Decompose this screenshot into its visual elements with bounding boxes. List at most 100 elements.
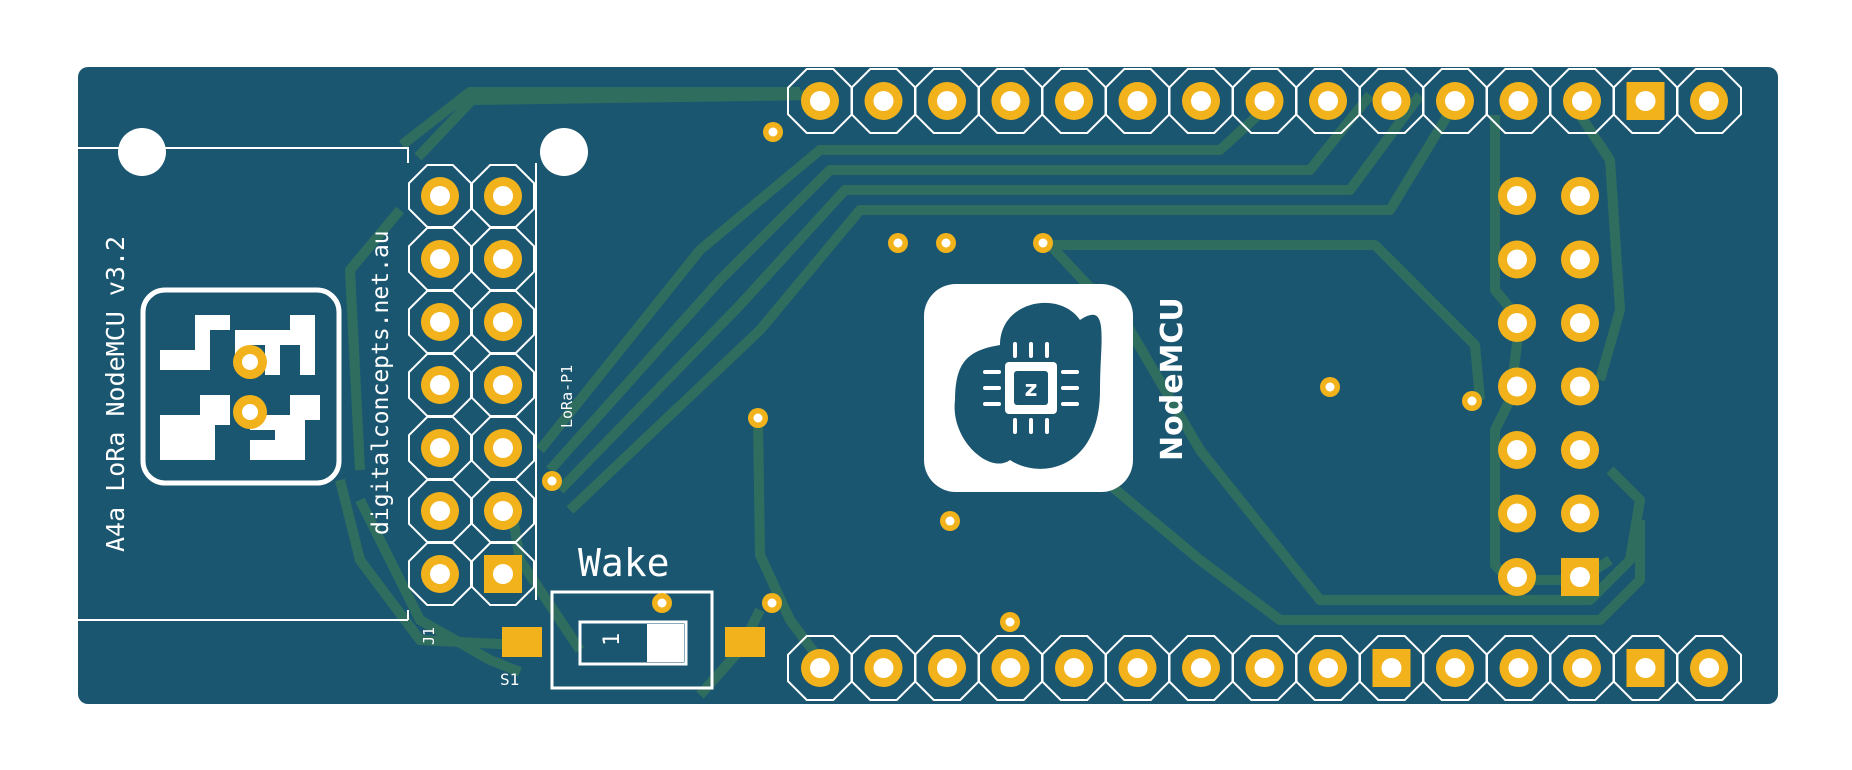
bottom-header-silk [787, 635, 1742, 701]
bottom-row-octagon [1422, 635, 1488, 701]
website-label: digitalconcepts.net.au [368, 230, 394, 535]
top-pin-hole [1127, 91, 1148, 111]
top-pin-hole [1000, 91, 1021, 111]
bottom-pin-hole [1445, 658, 1465, 678]
top-row-octagon [1231, 68, 1298, 134]
top-pin-square-hole [1635, 91, 1656, 111]
header-pin-hole [493, 249, 513, 269]
top-pin-hole [873, 91, 894, 111]
bottom-pin-hole [1127, 658, 1148, 678]
wake-switch: 1 [502, 590, 765, 690]
bottom-row-octagon [1041, 635, 1107, 701]
bottom-row-octagon [977, 635, 1044, 701]
top-pin-hole [1699, 91, 1719, 111]
bottom-row-octagon [1168, 635, 1234, 701]
header-pin-hole [493, 186, 513, 206]
board-title: A4a LoRa NodeMCU v3.2 [101, 236, 130, 552]
via-hole [1467, 396, 1477, 406]
top-pin-hole [1572, 91, 1592, 111]
header-octagon [408, 542, 472, 606]
header-pin-hole [430, 375, 450, 395]
top-row-octagon [1676, 68, 1742, 134]
grid-pin-hole [1507, 503, 1527, 524]
top-row-octagon [1104, 68, 1171, 134]
grid-pin-hole [1507, 567, 1527, 587]
bottom-pin-hole [937, 658, 957, 678]
grid-pin-square-hole [1570, 567, 1590, 587]
bottom-row-octagon [1485, 635, 1552, 701]
via-hole [1038, 238, 1048, 248]
top-row-octagon [1041, 68, 1107, 134]
bottom-row-octagon [1676, 635, 1742, 701]
switch-pad-right [725, 627, 765, 657]
bottom-row-octagon [1295, 635, 1361, 701]
bottom-pin-hole [1064, 658, 1084, 678]
via-hole [1005, 617, 1015, 627]
header-ref-label: J1 [420, 627, 438, 645]
via-hole [547, 476, 557, 486]
switch-pad-left [502, 627, 542, 657]
via-hole [657, 598, 667, 608]
top-pin-hole [1508, 91, 1529, 111]
top-pin-hole [1254, 91, 1275, 111]
bottom-header-pads [801, 649, 1728, 687]
top-pin-hole [1191, 91, 1211, 111]
bottom-pin-hole [873, 658, 894, 678]
switch-label: Wake [578, 541, 670, 585]
mounting-hole-left [118, 128, 166, 176]
right-pin-grid [1498, 177, 1599, 596]
top-pin-hole [1445, 91, 1465, 111]
connector-silk-outline [78, 147, 537, 621]
header-pin-hole [430, 312, 450, 332]
bottom-row-octagon [1612, 635, 1679, 701]
via-hole [767, 598, 777, 608]
bottom-row-octagon [850, 635, 917, 701]
bottom-row-octagon [1104, 635, 1171, 701]
bottom-row-octagon [1549, 635, 1615, 701]
top-row-octagon [977, 68, 1044, 134]
top-row-octagon [1549, 68, 1615, 134]
header-pin-hole [430, 501, 450, 521]
via-hole [768, 127, 778, 137]
bottom-row-octagon [787, 635, 853, 701]
top-row-octagon [1485, 68, 1552, 134]
via-hole [1325, 382, 1335, 392]
top-row-octagon [850, 68, 917, 134]
grid-pin-hole [1507, 440, 1527, 460]
top-row-octagon [1168, 68, 1234, 134]
top-row-octagon [1358, 68, 1425, 134]
svg-text:z: z [1025, 377, 1038, 402]
via-hole [941, 238, 951, 248]
grid-pin-hole [1570, 313, 1590, 333]
top-header-silk [787, 68, 1742, 134]
bottom-pin-hole [1699, 658, 1719, 678]
top-pin-hole [1318, 91, 1338, 111]
header-pin-square-hole [493, 564, 513, 584]
a4a-logo-icon [140, 287, 342, 486]
header-silk-octagons [408, 164, 535, 606]
grid-pin-hole [1570, 440, 1590, 460]
grid-pin-hole [1570, 503, 1590, 524]
bottom-pin-hole [810, 658, 830, 678]
bottom-pin-hole [1000, 658, 1021, 678]
switch-ref-label: S1 [500, 670, 519, 689]
bottom-pin-hole [1191, 658, 1211, 678]
nodemcu-chip-logo-icon: z [924, 284, 1133, 492]
header-pin-hole [430, 249, 450, 269]
header-pin-hole [493, 501, 513, 521]
header-pin-hole [430, 438, 450, 458]
bottom-pin-hole [1254, 658, 1275, 678]
vias [542, 122, 1482, 632]
top-pin-hole [1381, 91, 1402, 111]
grid-pin-hole [1570, 376, 1590, 397]
bottom-pin-hole [1572, 658, 1592, 678]
top-header-pads [801, 82, 1728, 120]
connector-label: LoRa-P1 [558, 365, 576, 428]
via-hole [893, 238, 903, 248]
nodemcu-logo-text: NodeMCU [1155, 297, 1190, 461]
top-pin-hole [810, 91, 830, 111]
top-row-octagon [914, 68, 980, 134]
grid-pin-hole [1507, 313, 1527, 333]
header-pin-hole [493, 375, 513, 395]
grid-pin-hole [1570, 186, 1590, 206]
